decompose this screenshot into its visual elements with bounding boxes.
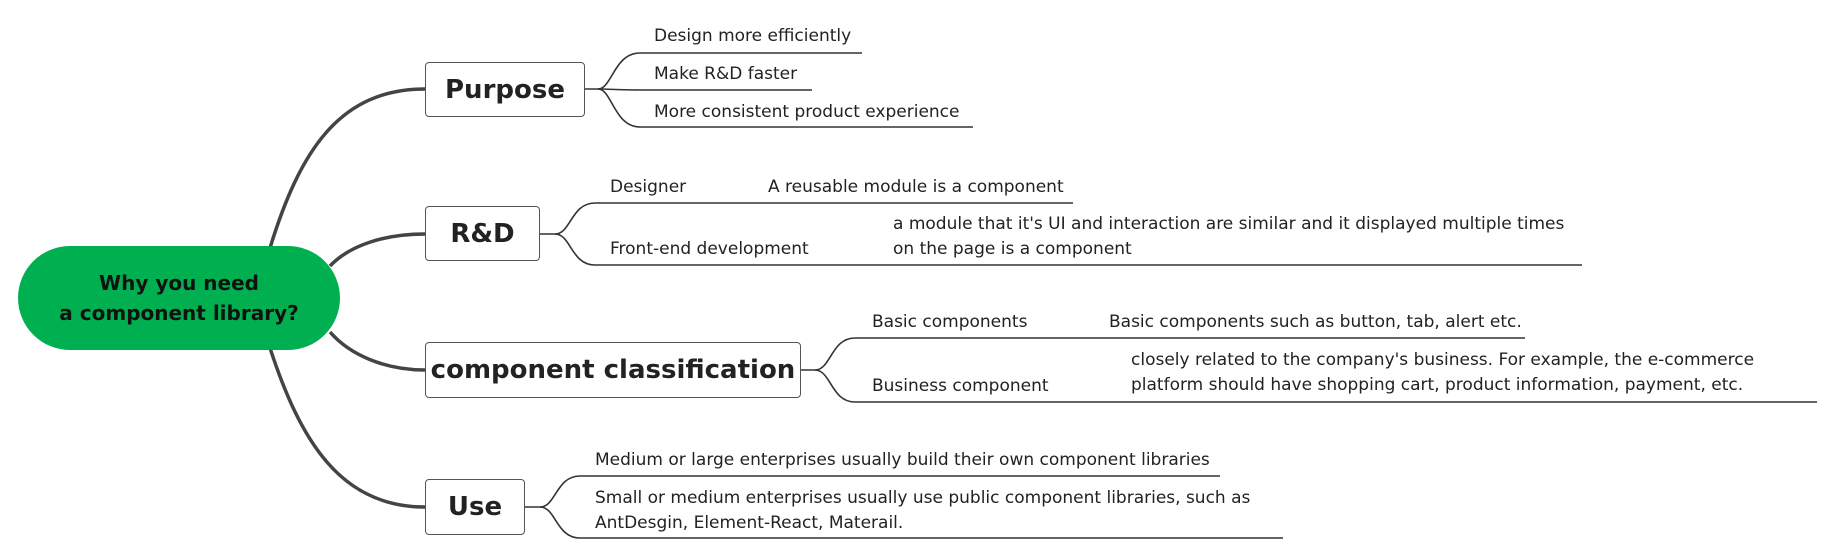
- topic-rnd[interactable]: R&D: [425, 206, 540, 261]
- use-item-1[interactable]: Medium or large enterprises usually buil…: [595, 450, 1210, 470]
- rnd-frontend-label[interactable]: Front-end development: [610, 239, 809, 259]
- use-item-2[interactable]: Small or medium enterprises usually use …: [595, 488, 1251, 533]
- purpose-branch-2: [597, 88, 812, 91]
- purpose-item-1[interactable]: Design more efficiently: [654, 26, 852, 46]
- classification-business-detail[interactable]: closely related to the company's busines…: [1131, 350, 1755, 395]
- connector-use: [268, 347, 426, 509]
- use-branch-2: [539, 506, 1283, 539]
- root-topic[interactable]: Why you need a component library?: [18, 246, 340, 350]
- classification-business-label[interactable]: Business component: [872, 376, 1049, 396]
- connector-classification: [328, 330, 426, 372]
- topic-rnd-label: R&D: [450, 218, 515, 249]
- classification-basic-label[interactable]: Basic components: [872, 312, 1028, 332]
- purpose-branch-3: [597, 88, 973, 128]
- classification-basic-detail[interactable]: Basic components such as button, tab, al…: [1109, 312, 1522, 332]
- topic-purpose-label: Purpose: [445, 74, 565, 105]
- topic-component-classification[interactable]: component classification: [425, 342, 801, 398]
- connector-purpose: [268, 87, 426, 249]
- rnd-designer-detail[interactable]: A reusable module is a component: [768, 177, 1064, 197]
- connector-rnd: [328, 232, 426, 268]
- topic-use-label: Use: [447, 492, 503, 522]
- rnd-designer-label[interactable]: Designer: [610, 177, 687, 197]
- rnd-frontend-detail[interactable]: a module that it's UI and interaction ar…: [893, 214, 1565, 259]
- purpose-item-3[interactable]: More consistent product experience: [654, 102, 960, 122]
- purpose-item-2[interactable]: Make R&D faster: [654, 64, 798, 84]
- topic-component-classification-label: component classification: [430, 355, 796, 385]
- topic-purpose[interactable]: Purpose: [425, 62, 585, 117]
- rnd-branch-2: [554, 233, 1582, 266]
- root-topic-label: Why you need a component library?: [59, 271, 299, 325]
- topic-use[interactable]: Use: [425, 479, 525, 535]
- classification-branch-2: [814, 369, 1817, 403]
